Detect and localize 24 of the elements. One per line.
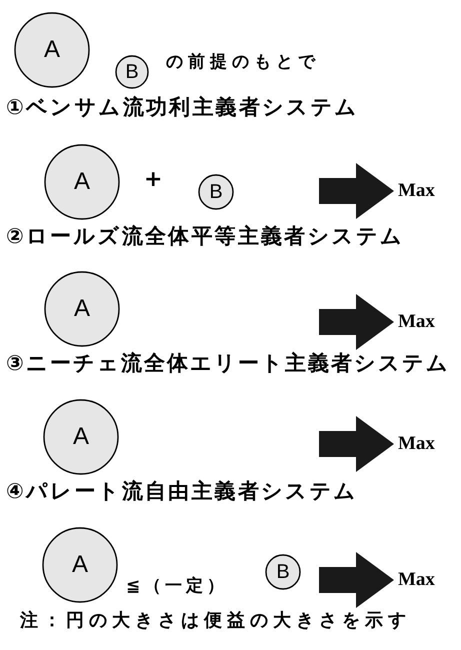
label-text: の前提のもとで <box>166 50 320 72</box>
block-arrow <box>319 416 394 472</box>
circle: B <box>198 174 234 210</box>
block-arrow <box>319 552 394 608</box>
constraint-label: ≦（一定） <box>126 574 228 596</box>
label-text: ②ロールズ流全体平等主義者システム <box>6 222 404 250</box>
label-text: ①ベンサム流功利主義者システム <box>6 94 359 120</box>
plus-sign: + <box>144 167 162 192</box>
circle: B <box>115 55 149 89</box>
note-text: 注：円の大きさは便益の大きさを示す <box>20 609 411 632</box>
label-text: ③ニーチェ流全体エリート主義者システム <box>6 350 450 376</box>
max-label: Max <box>398 180 435 202</box>
circle: A <box>44 144 120 220</box>
circle: A <box>43 399 119 475</box>
block-arrow <box>319 163 394 219</box>
circle: A <box>42 527 118 603</box>
circle: A <box>44 271 120 347</box>
max-label: Max <box>398 569 435 591</box>
circle: B <box>265 554 301 590</box>
max-label: Max <box>398 433 435 455</box>
block-arrow <box>319 294 394 350</box>
label-text: ④パレート流自由主義者システム <box>6 478 358 504</box>
circle: A <box>14 12 90 88</box>
max-label: Max <box>398 311 435 333</box>
